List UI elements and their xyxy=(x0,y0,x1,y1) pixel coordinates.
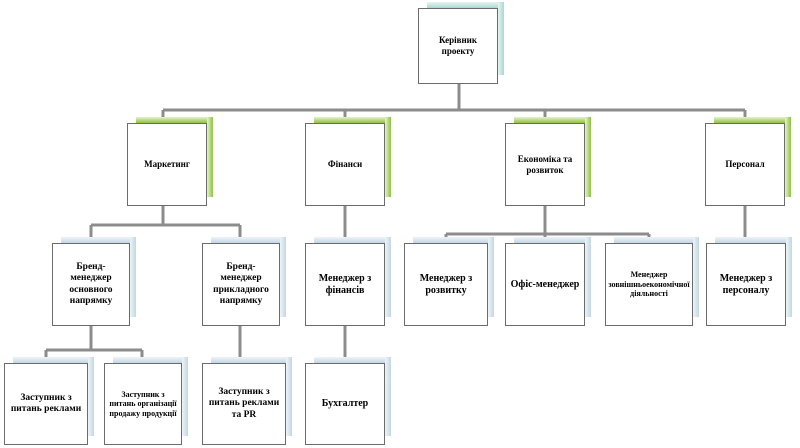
node-label: Менеджер з розвитку xyxy=(419,272,473,296)
node-label: Менеджер зовнішньоекономічної діяльності xyxy=(608,270,690,299)
node-label: Офіс-менеджер xyxy=(510,278,580,290)
node-personnel[interactable]: Персонал xyxy=(705,117,791,206)
node-label: Фінанси xyxy=(327,159,363,170)
node-marketing[interactable]: Маркетинг xyxy=(127,117,213,206)
node-brand-manager-main[interactable]: Бренд-менеджер основного напрямку xyxy=(52,237,136,326)
node-foreign-trade-manager[interactable]: Менеджер зовнішньоекономічної діяльності xyxy=(605,237,699,326)
node-label: Економіка та розвиток xyxy=(517,153,573,175)
node-deputy-advertising-pr[interactable]: Заступник з питань реклами та PR xyxy=(202,357,292,445)
node-office-manager[interactable]: Офіс-менеджер xyxy=(505,237,591,326)
node-label: Бухгалтер xyxy=(321,398,369,409)
node-label: Бренд-менеджер прикладного напрямку xyxy=(213,261,269,306)
node-label: Бренд-менеджер основного напрямку xyxy=(69,261,113,306)
node-label: Персонал xyxy=(725,159,765,170)
node-label: Менеджер з фінансів xyxy=(318,272,372,296)
node-label: Заступник з питань реклами та PR xyxy=(208,386,280,420)
node-label: Заступник з питань організації продажу п… xyxy=(109,389,177,418)
node-personnel-manager[interactable]: Менеджер з персоналу xyxy=(706,237,792,326)
node-project-manager[interactable]: Керівник проекту xyxy=(418,2,504,84)
node-deputy-sales-organization[interactable]: Заступник з питань організації продажу п… xyxy=(104,357,188,445)
node-brand-manager-applied[interactable]: Бренд-менеджер прикладного напрямку xyxy=(202,237,286,326)
node-label: Менеджер з персоналу xyxy=(719,272,773,296)
node-label: Керівник проекту xyxy=(438,35,478,56)
node-finance[interactable]: Фінанси xyxy=(305,117,391,206)
node-deputy-advertising[interactable]: Заступник з питань реклами xyxy=(4,357,94,445)
node-economics-development[interactable]: Економіка та розвиток xyxy=(505,117,591,206)
node-finance-manager[interactable]: Менеджер з фінансів xyxy=(305,237,391,326)
node-development-manager[interactable]: Менеджер з розвитку xyxy=(404,237,494,326)
node-label: Заступник з питань реклами xyxy=(10,392,82,414)
node-accountant[interactable]: Бухгалтер xyxy=(305,357,391,445)
node-label: Маркетинг xyxy=(144,159,190,170)
